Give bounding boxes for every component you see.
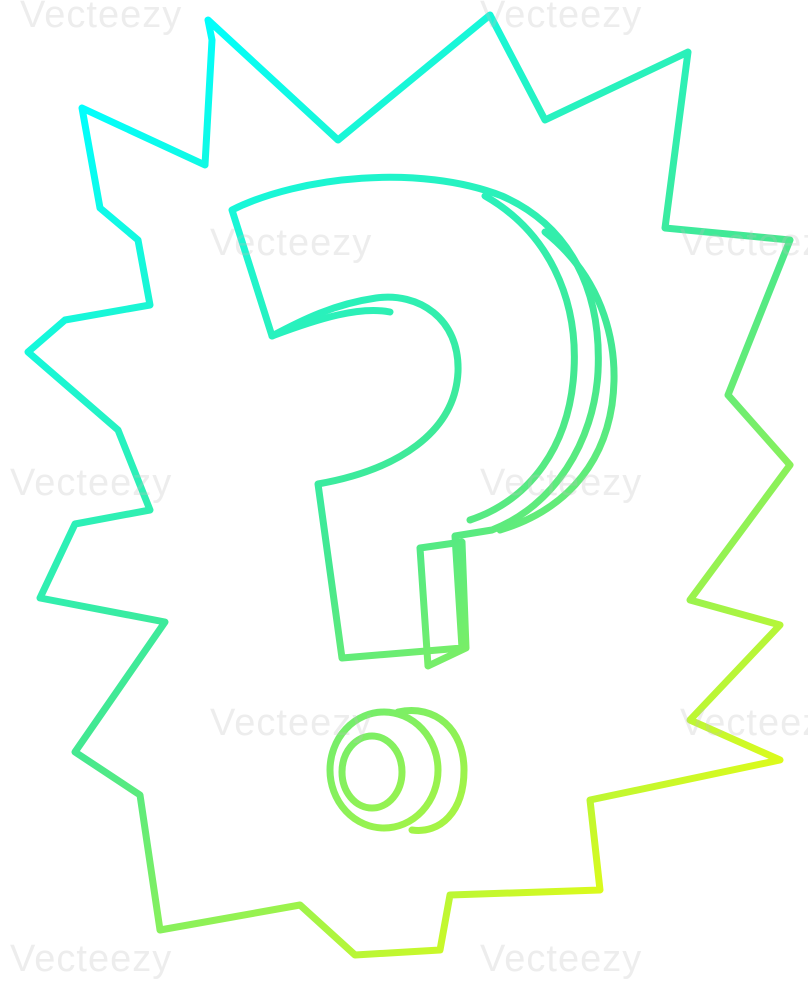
watermark: Vecteezy (680, 222, 808, 264)
watermark: Vecteezy (480, 938, 643, 980)
watermark: Vecteezy (480, 462, 643, 504)
burst-outline (24, 11, 794, 959)
watermark: Vecteezy (210, 702, 373, 744)
watermark: Vecteezy (210, 222, 373, 264)
question-mark-inner-curve (466, 192, 578, 524)
question-dot-inner (338, 732, 406, 812)
question-mark-front (228, 173, 602, 662)
watermark: Vecteezy (480, 0, 643, 36)
question-dot-front (326, 708, 442, 832)
question-mark-side-face (496, 228, 618, 534)
watermark: Vecteezy (680, 702, 808, 744)
watermark: Vecteezy (10, 938, 173, 980)
watermark: Vecteezy (20, 0, 183, 36)
watermark: Vecteezy (10, 462, 173, 504)
question-dot-side (394, 707, 468, 834)
stem-side-face (416, 538, 470, 670)
hook-connector (268, 306, 394, 340)
